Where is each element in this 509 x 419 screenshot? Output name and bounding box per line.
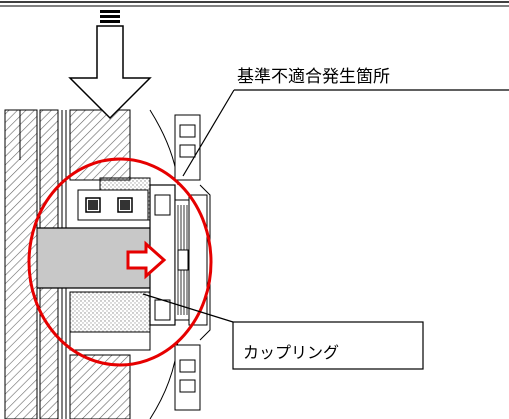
left-housing-wall xyxy=(4,109,38,419)
mechanical-section xyxy=(4,109,211,419)
hollow-down-arrow-icon xyxy=(68,10,152,120)
lower-bearing xyxy=(69,291,151,333)
right-flange xyxy=(188,194,208,326)
bolt-heads xyxy=(85,197,133,213)
nonconformity-label: 基準不適合発生箇所 xyxy=(237,67,390,87)
coupling-disc-pack xyxy=(174,199,190,321)
top-border xyxy=(0,1,509,7)
callout-nonconformity: 基準不適合発生箇所 xyxy=(182,67,509,177)
callout-coupling: カップリング xyxy=(142,293,424,370)
highlight-circle xyxy=(27,157,213,367)
coupling-label-box xyxy=(232,321,424,370)
right-arrow-icon xyxy=(126,240,167,280)
coupling-label: カップリング xyxy=(243,343,339,362)
